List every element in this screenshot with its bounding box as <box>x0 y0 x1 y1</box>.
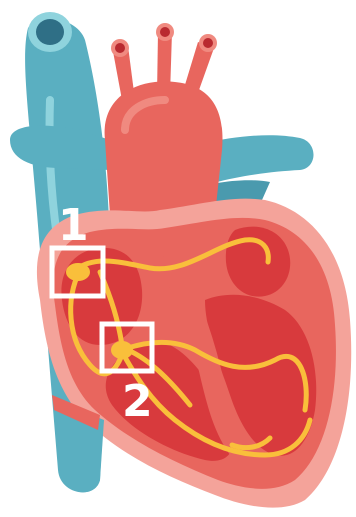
sa-node <box>66 263 90 281</box>
marker-2-label: 2 <box>122 376 153 427</box>
aorta <box>105 23 223 225</box>
av-node <box>111 341 133 359</box>
marker-1-label: 1 <box>58 200 89 251</box>
